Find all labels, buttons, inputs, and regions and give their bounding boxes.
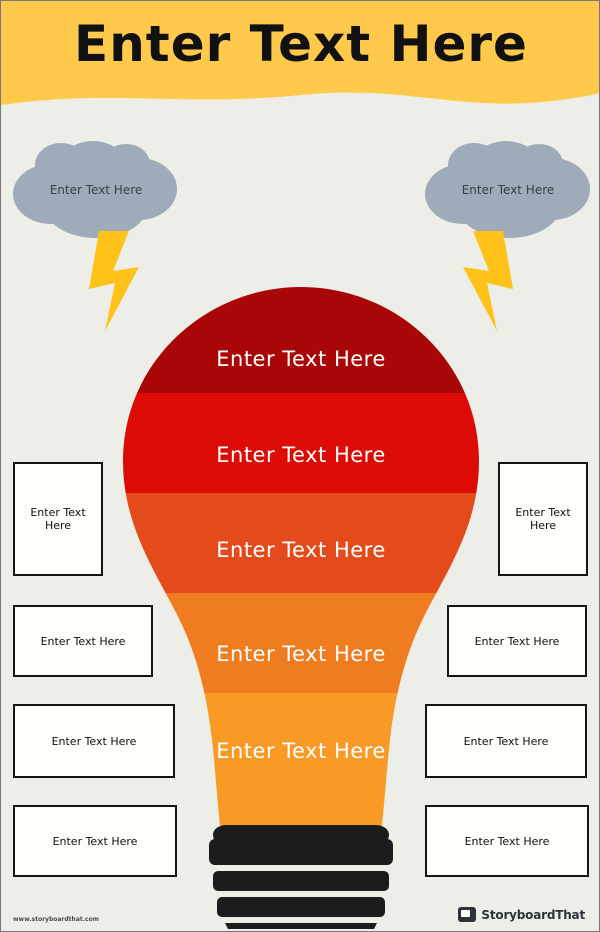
note-right-2-label: Enter Text Here [474, 634, 560, 648]
cloud-left [13, 141, 177, 238]
footer-url[interactable]: www.storyboardthat.com [13, 916, 99, 923]
bulb-segment-4 [123, 593, 479, 693]
note-right-3-label: Enter Text Here [463, 734, 549, 748]
note-left-3[interactable]: Enter Text Here [13, 704, 175, 778]
footer-brand[interactable]: StoryboardThat [458, 907, 585, 922]
note-right-2[interactable]: Enter Text Here [447, 605, 587, 677]
lightning-bolt-right [463, 231, 513, 331]
lightning-bolt-left [89, 231, 139, 331]
page-title: Enter Text Here [74, 15, 528, 73]
note-right-4-label: Enter Text Here [464, 834, 550, 848]
bulb-base [209, 825, 393, 931]
cloud-right-label: Enter Text Here [461, 183, 555, 197]
clouds-layer [13, 141, 590, 331]
note-right-1-label: Enter Text Here [515, 506, 571, 532]
bulb-shape [123, 287, 479, 931]
note-right-1[interactable]: Enter Text Here [498, 462, 588, 576]
note-right-4[interactable]: Enter Text Here [425, 805, 589, 877]
cloud-left-label: Enter Text Here [49, 183, 143, 197]
bulb-segment-3 [123, 493, 479, 593]
bulb-segment-1 [123, 287, 479, 393]
header-shape [1, 1, 599, 105]
bulb-segment-2 [123, 393, 479, 493]
note-right-3[interactable]: Enter Text Here [425, 704, 587, 778]
note-left-1-label: Enter Text Here [30, 506, 86, 532]
note-left-2[interactable]: Enter Text Here [13, 605, 153, 677]
note-left-2-label: Enter Text Here [40, 634, 126, 648]
header-banner [1, 1, 599, 119]
storyboard-logo-icon [458, 907, 477, 922]
note-left-1[interactable]: Enter Text Here [13, 462, 103, 576]
cloud-right [425, 141, 590, 238]
footer-brand-label: StoryboardThat [481, 907, 585, 922]
note-left-4-label: Enter Text Here [52, 834, 138, 848]
note-left-3-label: Enter Text Here [51, 734, 137, 748]
note-left-4[interactable]: Enter Text Here [13, 805, 177, 877]
